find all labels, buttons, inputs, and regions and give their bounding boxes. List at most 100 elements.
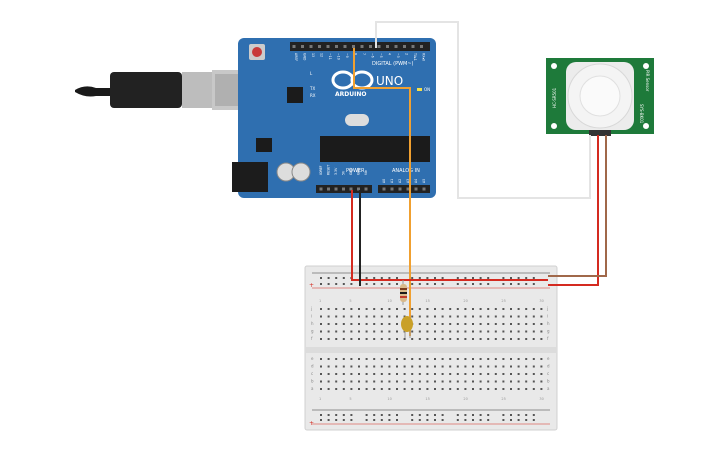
rail-hole[interactable] [342,414,345,416]
tie-point-hole[interactable] [396,323,398,325]
rail-hole[interactable] [335,277,338,279]
tie-point-hole[interactable] [373,308,376,310]
rail-hole[interactable] [434,419,436,421]
tie-point-hole[interactable] [396,365,398,368]
tie-point-hole[interactable] [403,308,406,310]
tie-point-hole[interactable] [418,338,421,340]
tie-point-hole[interactable] [472,365,474,368]
tie-point-hole[interactable] [426,365,429,368]
tie-point-hole[interactable] [517,388,520,390]
power-pin-hole[interactable] [327,187,330,191]
tie-point-hole[interactable] [441,330,444,333]
rail-hole[interactable] [525,277,528,279]
tie-point-hole[interactable] [411,330,414,333]
tie-point-hole[interactable] [479,315,482,318]
rail-hole[interactable] [327,414,330,416]
tie-point-hole[interactable] [365,373,368,375]
tie-point-hole[interactable] [380,388,383,390]
tie-point-hole[interactable] [517,330,520,333]
rail-hole[interactable] [388,277,391,279]
tie-point-hole[interactable] [510,338,512,340]
rail-hole[interactable] [411,414,414,416]
rail-hole[interactable] [441,419,444,421]
tie-point-hole[interactable] [335,380,338,383]
tie-point-hole[interactable] [327,365,330,368]
tie-point-hole[interactable] [464,365,467,368]
rail-hole[interactable] [365,277,368,279]
tie-point-hole[interactable] [380,308,383,310]
tie-point-hole[interactable] [434,388,436,390]
tie-point-hole[interactable] [418,373,421,375]
rail-hole[interactable] [502,414,505,416]
rail-hole[interactable] [472,419,474,421]
tie-point-hole[interactable] [487,358,490,360]
rail-hole[interactable] [373,277,376,279]
tie-point-hole[interactable] [320,380,322,383]
power-pin-hole[interactable] [334,187,338,191]
rail-hole[interactable] [396,283,398,285]
rail-hole[interactable] [396,277,398,279]
rail-hole[interactable] [380,277,383,279]
tie-point-hole[interactable] [517,365,520,368]
tie-point-hole[interactable] [464,388,467,390]
tie-point-hole[interactable] [464,308,467,310]
rail-hole[interactable] [396,414,398,416]
rail-hole[interactable] [510,414,512,416]
tie-point-hole[interactable] [335,358,338,360]
rail-hole[interactable] [441,277,444,279]
tie-point-hole[interactable] [464,358,467,360]
tie-point-hole[interactable] [487,330,490,333]
tie-point-hole[interactable] [540,388,543,390]
digital-pin-hole[interactable] [394,45,398,48]
tie-point-hole[interactable] [373,373,376,375]
pir-pin-header[interactable] [589,130,611,136]
rail-hole[interactable] [380,414,383,416]
tie-point-hole[interactable] [441,358,444,360]
tie-point-hole[interactable] [540,323,543,325]
tie-point-hole[interactable] [342,373,345,375]
tie-point-hole[interactable] [487,315,490,318]
tie-point-hole[interactable] [418,323,421,325]
rail-hole[interactable] [441,414,444,416]
tie-point-hole[interactable] [449,388,452,390]
tie-point-hole[interactable] [456,365,459,368]
tie-point-hole[interactable] [510,373,512,375]
power-pin-hole[interactable] [357,187,360,191]
tie-point-hole[interactable] [350,380,353,383]
usb-cable[interactable] [75,70,262,110]
tie-point-hole[interactable] [342,380,345,383]
analog-pin-hole[interactable] [406,187,410,191]
rail-hole[interactable] [525,414,528,416]
tie-point-hole[interactable] [510,330,512,333]
tie-point-hole[interactable] [434,338,436,340]
tie-point-hole[interactable] [411,315,414,318]
rail-hole[interactable] [434,414,436,416]
rail-hole[interactable] [532,283,535,285]
tie-point-hole[interactable] [487,308,490,310]
analog-pin-hole[interactable] [382,187,386,191]
rail-hole[interactable] [350,414,353,416]
tie-point-hole[interactable] [403,338,406,340]
tie-point-hole[interactable] [479,388,482,390]
tie-point-hole[interactable] [403,315,406,318]
tie-point-hole[interactable] [532,338,535,340]
tie-point-hole[interactable] [525,330,528,333]
tie-point-hole[interactable] [472,315,474,318]
wire-white-pir-out[interactable] [375,21,591,199]
tie-point-hole[interactable] [449,330,452,333]
tie-point-hole[interactable] [426,338,429,340]
tie-point-hole[interactable] [502,388,505,390]
tie-point-hole[interactable] [532,315,535,318]
tie-point-hole[interactable] [472,388,474,390]
tie-point-hole[interactable] [449,365,452,368]
tie-point-hole[interactable] [479,380,482,383]
tie-point-hole[interactable] [396,315,398,318]
led[interactable] [401,316,413,338]
rail-hole[interactable] [502,283,505,285]
tie-point-hole[interactable] [532,388,535,390]
tie-point-hole[interactable] [525,380,528,383]
tie-point-hole[interactable] [327,330,330,333]
rail-hole[interactable] [434,277,436,279]
tie-point-hole[interactable] [327,315,330,318]
tie-point-hole[interactable] [411,373,414,375]
